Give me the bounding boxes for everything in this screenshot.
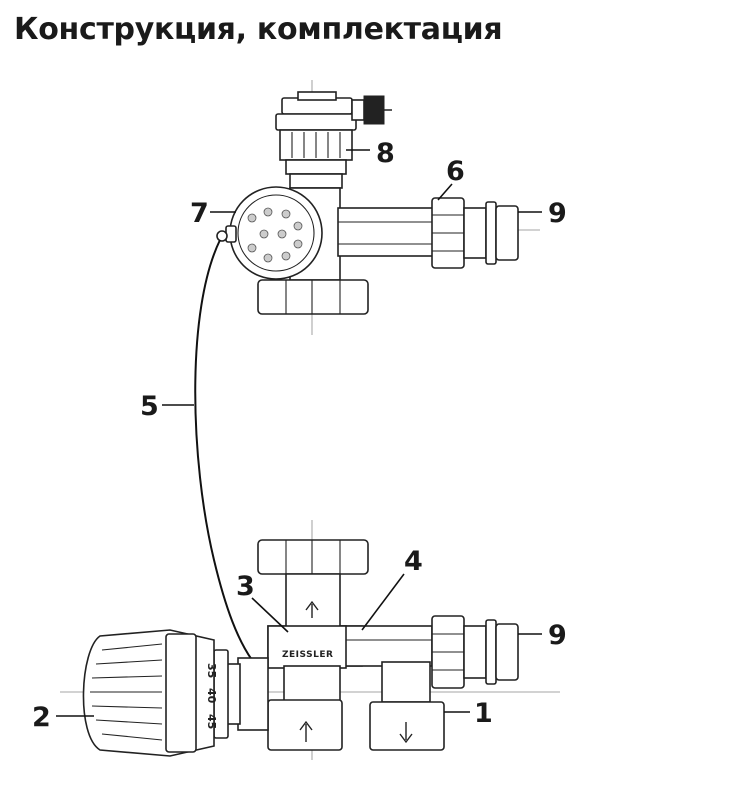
callout-5: 5 [140, 391, 159, 422]
callout-6: 6 [446, 156, 465, 187]
fitting-bottom [463, 619, 519, 685]
union-nut-bottom-top [257, 539, 369, 575]
bottom-assembly: ZEISSLER 35 40 45 [60, 520, 560, 760]
callout-4: 4 [404, 546, 423, 577]
scale-mark-35: 35 [205, 663, 218, 678]
scale-mark-45: 45 [205, 714, 218, 729]
scale-mark-40: 40 [205, 688, 218, 704]
union-nut-top-bottom [257, 279, 369, 315]
page-title: Конструкция, комплектация [14, 12, 503, 47]
callout-2: 2 [32, 702, 51, 733]
capillary-tube [194, 239, 253, 661]
top-assembly [216, 80, 540, 335]
callout-8: 8 [376, 138, 395, 169]
thermo-sensor [216, 186, 323, 280]
callout-9-top: 9 [548, 198, 567, 229]
fitting-top [463, 201, 519, 265]
leader-lines [56, 149, 542, 717]
callout-7: 7 [190, 198, 209, 229]
callout-1: 1 [474, 698, 493, 729]
callout-9-bottom: 9 [548, 620, 567, 651]
thermo-head: 35 40 45 [82, 629, 218, 757]
union-nut-bottom [431, 615, 465, 689]
brand-label: ZEISSLER [282, 650, 333, 660]
callout-3: 3 [236, 571, 255, 602]
union-nut-top [431, 197, 465, 269]
air-vent-part [275, 91, 392, 189]
